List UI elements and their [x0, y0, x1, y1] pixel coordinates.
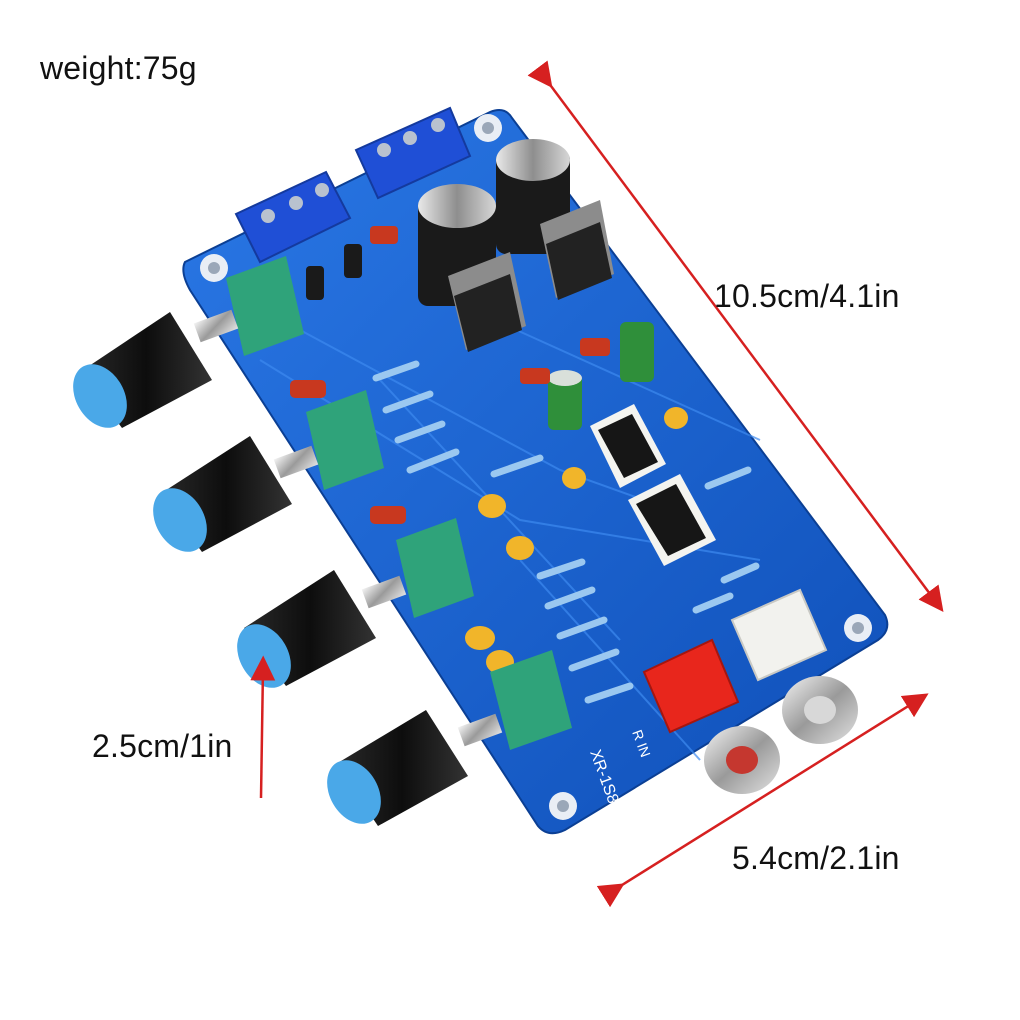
knob-4 — [327, 710, 468, 826]
screw-terminal-left — [234, 170, 352, 264]
length-arrow — [527, 60, 944, 613]
potentiometer-2 — [273, 390, 384, 490]
width-arrow — [596, 693, 929, 908]
knob-2 — [153, 436, 292, 552]
knob-height-arrow — [250, 655, 276, 799]
knob-3 — [237, 570, 376, 688]
width-dimension-label: 5.4cm/2.1in — [732, 840, 900, 876]
length-dimension-label: 10.5cm/4.1in — [714, 278, 900, 314]
knob-height-label: 2.5cm/1in — [92, 728, 233, 764]
potentiometer-4 — [457, 650, 572, 750]
weight-label: weight:75g — [40, 50, 197, 86]
screw-terminal-right — [354, 106, 472, 200]
potentiometer-1 — [193, 256, 304, 356]
potentiometer-3 — [361, 518, 474, 618]
knob-1 — [73, 312, 212, 428]
mounting-holes — [200, 114, 872, 820]
